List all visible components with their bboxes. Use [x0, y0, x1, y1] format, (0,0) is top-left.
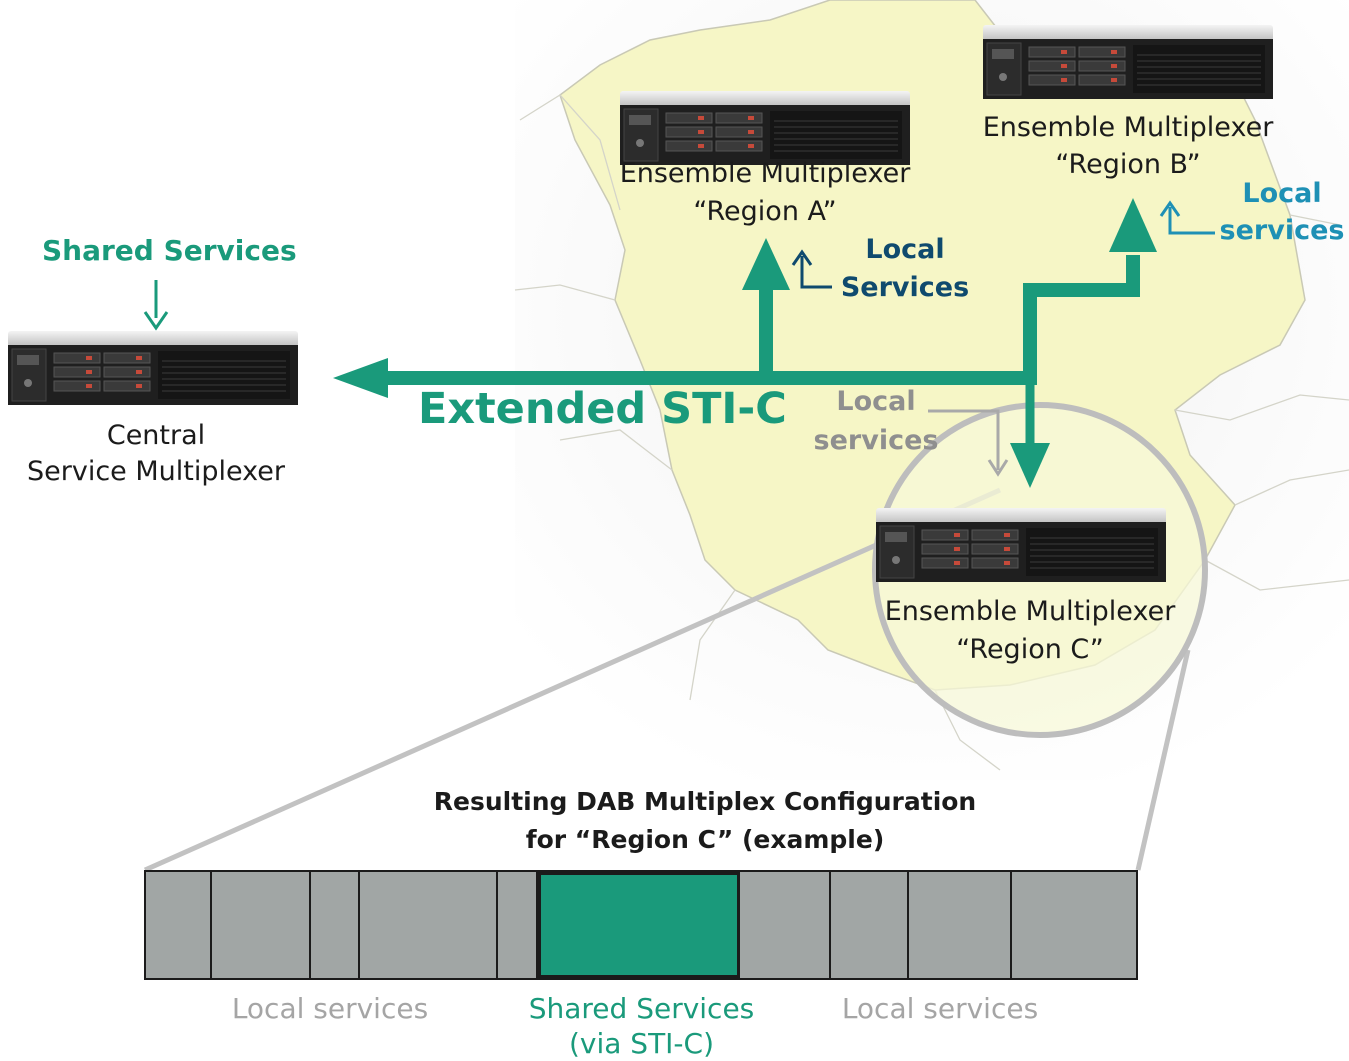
arrow-to-region-a — [742, 238, 790, 290]
local-c-arrow — [928, 409, 1000, 470]
shared-services-block — [538, 872, 740, 978]
branch-region-b — [1023, 255, 1140, 385]
arrow-to-central — [333, 358, 388, 398]
local-a-arrow — [800, 256, 832, 289]
local-a-arrowhead — [791, 249, 813, 266]
config-block — [831, 872, 909, 978]
extended-sti-c-label: Extended STI-C — [418, 384, 787, 434]
local-c-arrowhead — [987, 459, 1009, 477]
region-b-name-line2: “Region B” — [1055, 149, 1201, 180]
config-block — [1012, 872, 1136, 978]
region-b-name-line1: Ensemble Multiplexer — [982, 112, 1274, 143]
zoom-line-right — [1135, 649, 1191, 871]
arrow-to-region-b — [1109, 198, 1157, 252]
region-a-local-line2: Services — [840, 272, 970, 303]
config-block — [740, 872, 831, 978]
region-c-name-line1: Ensemble Multiplexer — [884, 596, 1176, 627]
config-block — [146, 872, 212, 978]
central-name-line2: Service Multiplexer — [26, 456, 285, 487]
arrow-to-region-c — [1010, 443, 1050, 488]
local-b-arrow — [1168, 207, 1215, 235]
multiplex-config-bar — [144, 870, 1138, 980]
region-a-local-line1: Local — [865, 234, 945, 265]
central-input-label: Shared Services — [42, 234, 297, 267]
config-local-left-label: Local services — [231, 992, 429, 1025]
region-b-server-icon — [982, 24, 1274, 100]
zoom-line-left — [143, 487, 1002, 873]
config-local-right-label: Local services — [841, 992, 1039, 1025]
local-b-arrowhead — [1159, 200, 1181, 217]
config-shared-line1: Shared Services — [528, 992, 755, 1025]
config-block — [311, 872, 360, 978]
config-shared-line2: (via STI-C) — [568, 1027, 715, 1060]
config-block — [498, 872, 538, 978]
config-title-line2: for “Region C” (example) — [525, 825, 885, 854]
config-block — [909, 872, 1012, 978]
region-a-name-line2: “Region A” — [693, 196, 837, 227]
config-title-line1: Resulting DAB Multiplex Configuration — [433, 787, 977, 816]
config-block — [360, 872, 498, 978]
config-block — [212, 872, 311, 978]
central-server-icon — [7, 330, 299, 406]
region-b-local-line1: Local — [1242, 178, 1322, 209]
shared-input-arrowhead — [143, 311, 169, 331]
region-b-local-line2: services — [1219, 215, 1345, 246]
region-c-local-line2: services — [813, 425, 939, 456]
region-c-local-line1: Local — [836, 386, 916, 417]
central-name-line1: Central — [106, 420, 206, 451]
region-a-name-line1: Ensemble Multiplexer — [619, 158, 911, 189]
region-a-server-icon — [619, 90, 911, 166]
region-c-name-line2: “Region C” — [956, 634, 1104, 665]
region-c-server-icon — [875, 507, 1167, 583]
